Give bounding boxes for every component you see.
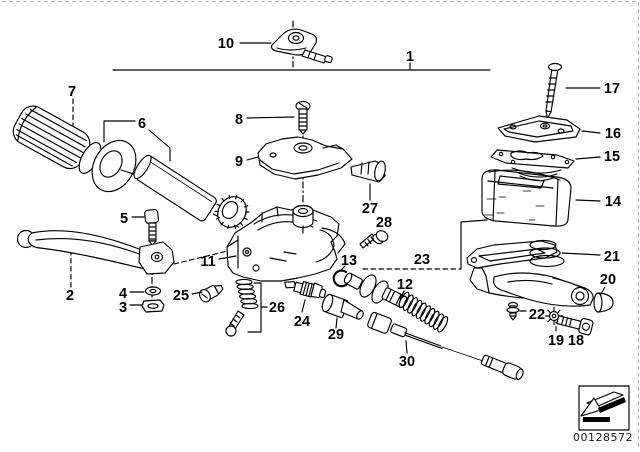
- part-callout-13: 13: [341, 253, 357, 269]
- part-callout-10: 10: [218, 36, 234, 52]
- boot-part-27: [350, 160, 386, 183]
- screw-part-8: [295, 100, 311, 135]
- part-callout-3: 3: [119, 300, 127, 316]
- part-callout-1: 1: [406, 49, 414, 65]
- assembly-line-1: [112, 62, 491, 71]
- bleed-screw-part-22: [506, 301, 520, 321]
- part-callout-16: 16: [605, 126, 621, 142]
- piston-spring: [398, 291, 449, 333]
- seal-rings-part-21: [529, 239, 565, 268]
- part-callout-21: 21: [604, 249, 620, 265]
- part-callout-22: 22: [529, 307, 545, 323]
- part-callout-2: 2: [66, 288, 74, 304]
- lever-switch-part-10: [270, 28, 333, 64]
- screw-part-28: [359, 230, 389, 249]
- cover-part-9: [257, 136, 353, 180]
- view-direction-box: [578, 385, 630, 431]
- piston-part-12: [343, 272, 449, 333]
- circlip-part-13: [332, 269, 349, 288]
- diaphragm-part-15: [490, 149, 575, 182]
- part-callout-30: 30: [399, 354, 415, 370]
- part-callout-25: 25: [173, 288, 189, 304]
- hand-lever-part-2: [16, 229, 175, 275]
- part-callout-11: 11: [200, 254, 215, 270]
- part-callout-8: 8: [235, 112, 243, 128]
- part-callout-15: 15: [604, 149, 620, 165]
- part-callout-29: 29: [328, 327, 344, 343]
- spring-screw-part-26: [225, 278, 268, 337]
- part-callout-4: 4: [119, 286, 127, 302]
- part-callout-14: 14: [605, 194, 621, 210]
- grip-part-7: [12, 105, 138, 193]
- part-callout-12: 12: [397, 277, 413, 293]
- part-callout-17: 17: [604, 81, 620, 97]
- adjuster-screw-part-5: [144, 209, 159, 246]
- view-direction-arrow-icon: [580, 391, 626, 422]
- switch-part-24: [284, 280, 327, 299]
- part-callout-7: 7: [68, 84, 76, 100]
- part-callout-9: 9: [235, 154, 243, 170]
- part-callout-23: 23: [414, 252, 430, 268]
- cap-plug-part-20: [593, 292, 614, 313]
- part-callout-27: 27: [362, 201, 378, 217]
- part-callout-28: 28: [376, 215, 392, 231]
- nut-part-3: [141, 299, 165, 313]
- image-id: 00128572: [573, 431, 633, 444]
- bracket-master-cylinder: [466, 240, 594, 307]
- washer-part-4: [144, 286, 162, 296]
- cap-part-16: [497, 115, 581, 143]
- cable-end-part-29: [321, 293, 364, 320]
- part-callout-6: 6: [138, 116, 146, 132]
- part-callout-20: 20: [600, 272, 616, 288]
- part-callout-19: 19: [548, 333, 564, 349]
- part-callouts: 1234567891011121314151617181920212223242…: [66, 36, 621, 370]
- part-callout-24: 24: [294, 314, 310, 330]
- screw-part-17: [545, 62, 563, 120]
- throttle-tube-part-6: [133, 154, 250, 230]
- leader-lines: [103, 42, 606, 354]
- part-callout-18: 18: [568, 333, 584, 349]
- housing-part-11: [226, 204, 346, 282]
- part-callout-26: 26: [269, 300, 285, 316]
- throttle-cable-part-30: [367, 311, 524, 380]
- reservoir-part-14: [481, 169, 572, 227]
- bolt-part-18: [556, 315, 594, 336]
- part-callout-5: 5: [120, 211, 128, 227]
- plug-part-25: [198, 284, 224, 303]
